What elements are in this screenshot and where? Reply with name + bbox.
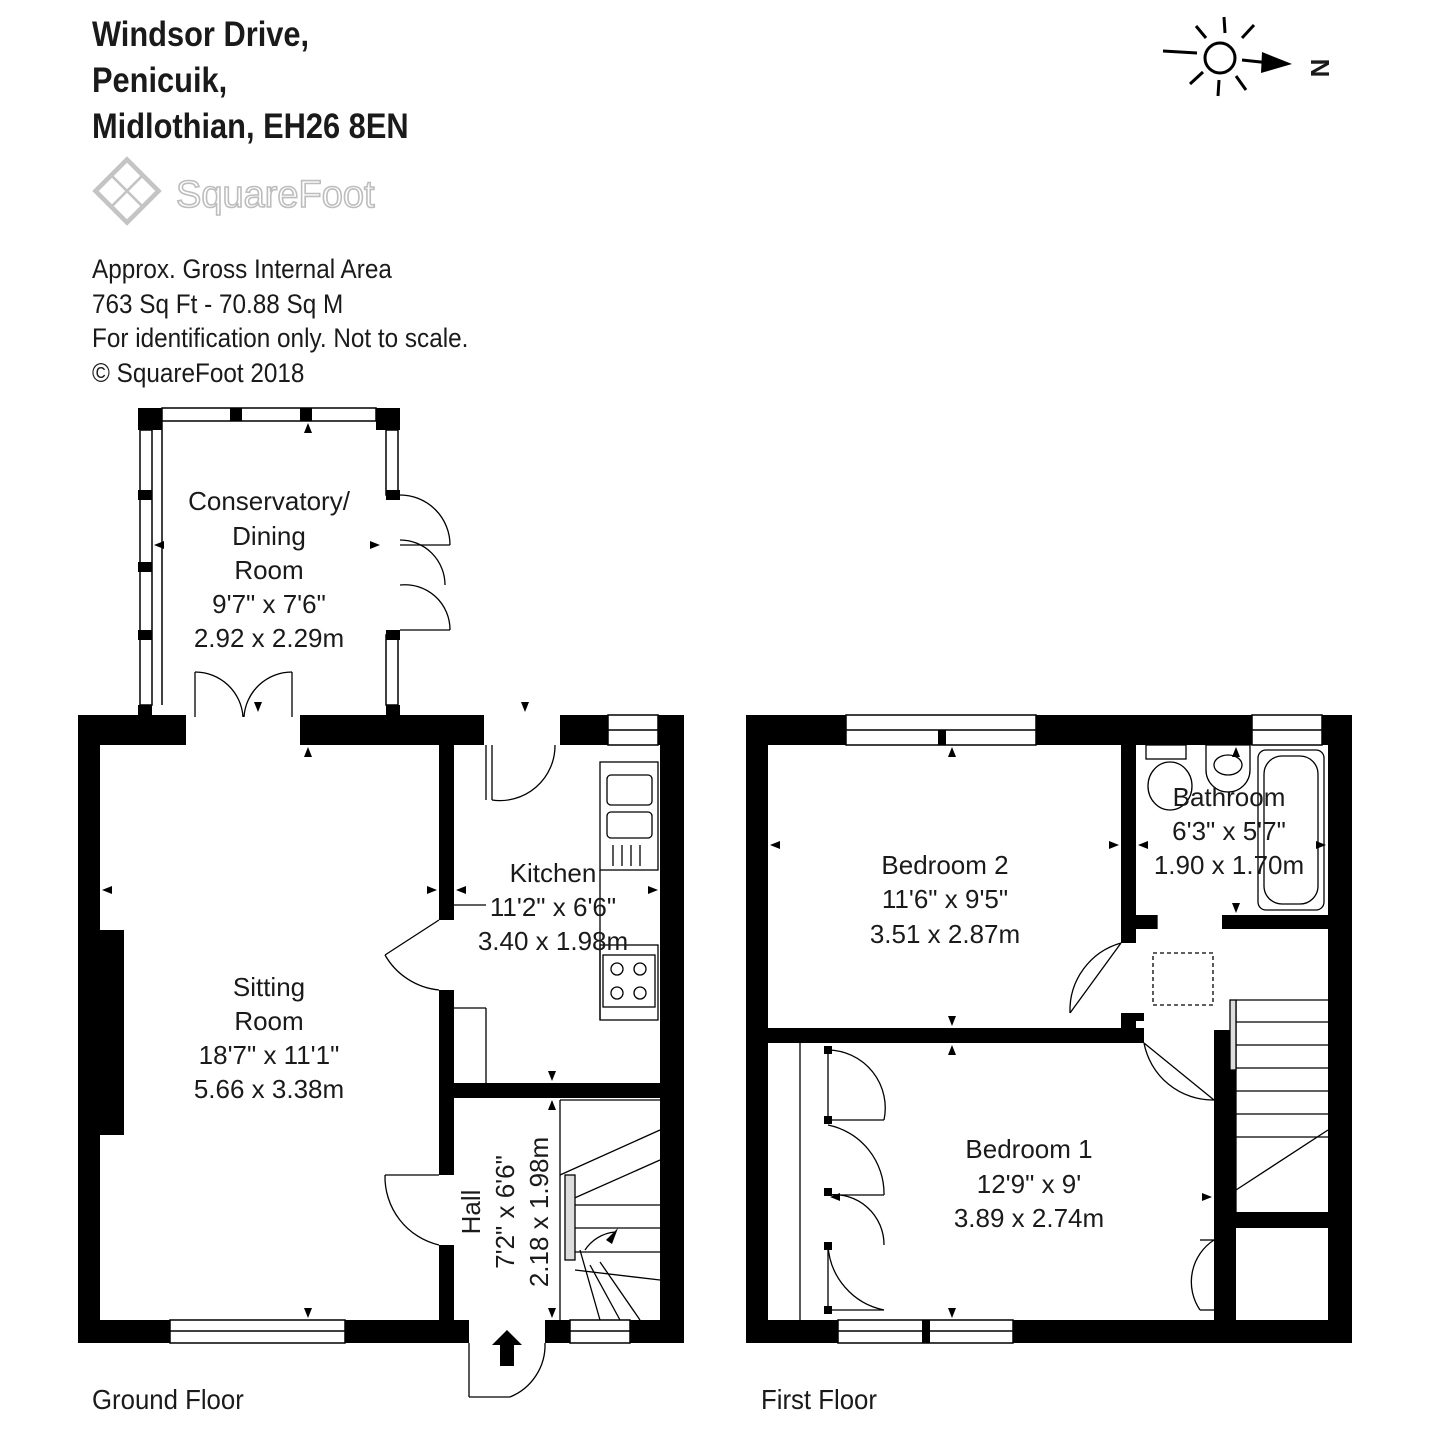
area-disclaimer: For identification only. Not to scale.	[92, 323, 469, 353]
room-bedroom-2-metric: 3.51 x 2.87m	[870, 919, 1020, 949]
first-dimension-markers	[770, 747, 1326, 1318]
address-line-1: Windsor Drive,	[92, 15, 310, 54]
compass-sun-icon	[1162, 16, 1271, 97]
squarefoot-logo-mark-icon	[92, 156, 162, 226]
room-kitchen: Kitchen 11'2" x 6'6" 3.40 x 1.98m	[478, 858, 628, 956]
room-bedroom-1: Bedroom 1 12'9" x 9' 3.89 x 2.74m	[954, 1134, 1104, 1233]
property-address: Windsor Drive, Penicuik, Midlothian, EH2…	[92, 12, 409, 150]
room-hall: Hall 7'2" x 6'6" 2.18 x 1.98m	[456, 1137, 554, 1287]
room-conservatory-name-2: Dining	[232, 521, 306, 551]
room-bedroom-1-imperial: 12'9" x 9'	[977, 1169, 1081, 1199]
room-bedroom-2: Bedroom 2 11'6" x 9'5" 3.51 x 2.87m	[870, 850, 1020, 949]
ground-floor-walls	[78, 408, 684, 1343]
room-sitting-metric: 5.66 x 3.38m	[194, 1074, 344, 1104]
area-copyright: © SquareFoot 2018	[92, 357, 305, 388]
first-floor-label: First Floor	[761, 1384, 877, 1415]
room-conservatory-metric: 2.92 x 2.29m	[194, 623, 344, 653]
area-info: Approx. Gross Internal Area 763 Sq Ft - …	[92, 252, 468, 390]
address-line-2: Penicuik,	[92, 61, 228, 100]
stair-direction-arrow-icon	[606, 1228, 618, 1244]
room-hall-imperial: 7'2" x 6'6"	[490, 1155, 520, 1269]
room-bathroom-name: Bathroom	[1173, 782, 1286, 812]
room-conservatory-name-3: Room	[234, 555, 303, 585]
room-kitchen-imperial: 11'2" x 6'6"	[490, 892, 616, 922]
room-conservatory-name-1: Conservatory/	[188, 486, 351, 516]
room-conservatory: Conservatory/ Dining Room 9'7" x 7'6" 2.…	[188, 486, 351, 653]
room-sitting-imperial: 18'7" x 11'1"	[199, 1040, 340, 1070]
conservatory-glazing	[139, 407, 399, 706]
address-line-3: Midlothian, EH26 8EN	[92, 107, 409, 146]
area-value: 763 Sq Ft - 70.88 Sq M	[92, 288, 344, 319]
ground-dimension-markers	[102, 423, 658, 1318]
room-hall-metric: 2.18 x 1.98m	[524, 1137, 554, 1287]
ground-floor-doors	[194, 494, 659, 1398]
ground-floor-stairs	[559, 1099, 661, 1321]
room-hall-name: Hall	[456, 1190, 486, 1235]
first-floor-walls	[746, 715, 1352, 1343]
room-bedroom-2-name: Bedroom 2	[881, 850, 1008, 880]
first-floor-mullions	[922, 730, 946, 1343]
squarefoot-logo: SquareFoot	[92, 156, 376, 226]
area-heading: Approx. Gross Internal Area	[92, 254, 392, 284]
ground-floor-label: Ground Floor	[92, 1384, 244, 1415]
room-bedroom-1-metric: 3.89 x 2.74m	[954, 1203, 1104, 1233]
room-bedroom-1-name: Bedroom 1	[965, 1134, 1092, 1164]
compass-arrow-icon	[1261, 52, 1292, 73]
first-floor-fixtures	[799, 744, 1329, 1320]
room-conservatory-imperial: 9'7" x 7'6"	[212, 589, 326, 619]
room-sitting: Sitting Room 18'7" x 11'1" 5.66 x 3.38m	[194, 972, 344, 1104]
compass-north-label: N	[1305, 59, 1335, 78]
room-sitting-name-2: Room	[234, 1006, 303, 1036]
squarefoot-logo-text: SquareFoot	[176, 174, 375, 216]
room-bathroom: Bathroom 6'3" x 5'7" 1.90 x 1.70m	[1154, 782, 1304, 880]
room-bedroom-2-imperial: 11'6" x 9'5"	[882, 884, 1008, 914]
room-kitchen-name: Kitchen	[510, 858, 597, 888]
ground-floor-windows	[169, 714, 659, 1344]
room-bathroom-metric: 1.90 x 1.70m	[1154, 850, 1304, 880]
room-bathroom-imperial: 6'3" x 5'7"	[1172, 816, 1286, 846]
room-kitchen-metric: 3.40 x 1.98m	[478, 926, 628, 956]
room-sitting-name-1: Sitting	[233, 972, 305, 1002]
entrance-arrow-icon	[492, 1330, 522, 1366]
wardrobe-hinges	[824, 1013, 1144, 1314]
